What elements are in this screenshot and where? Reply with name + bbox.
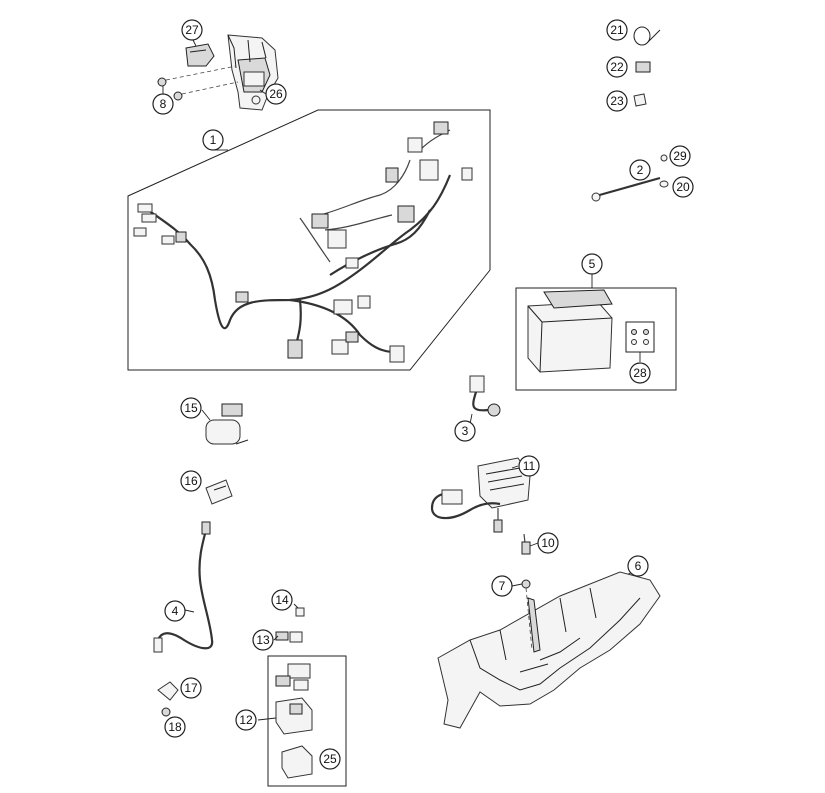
relay-15	[201, 403, 249, 445]
fuse-13	[275, 631, 303, 643]
cable-tie-21	[633, 26, 661, 46]
callout-label-28: 28	[633, 366, 647, 380]
callout-3: 3	[454, 420, 476, 442]
callout-label-7: 7	[499, 579, 506, 593]
sensor-cable-3	[469, 375, 501, 425]
callout-label-3: 3	[462, 424, 469, 438]
callout-label-2: 2	[637, 163, 644, 177]
callout-21: 21	[606, 19, 628, 41]
callout-25: 25	[319, 748, 341, 770]
callout-18: 18	[164, 716, 186, 738]
callout-1: 1	[202, 129, 224, 151]
callout-16: 16	[180, 470, 202, 492]
callout-label-21: 21	[610, 23, 624, 37]
callout-22: 22	[606, 56, 628, 78]
battery-tray-6	[437, 571, 661, 729]
callout-label-1: 1	[210, 133, 217, 147]
callout-14: 14	[271, 589, 293, 611]
wiring-harness-1	[127, 109, 491, 371]
callout-15: 15	[180, 397, 202, 419]
callout-label-12: 12	[239, 713, 253, 727]
switch-part-27	[185, 43, 215, 67]
callout-label-27: 27	[185, 23, 199, 37]
callout-23: 23	[606, 90, 628, 112]
callout-28: 28	[629, 362, 651, 384]
callout-27: 27	[181, 19, 203, 41]
battery-5	[515, 274, 677, 391]
screw-part-8	[157, 65, 239, 101]
callout-10: 10	[537, 532, 559, 554]
connector-16	[205, 479, 233, 505]
callout-12: 12	[235, 709, 257, 731]
callout-label-13: 13	[256, 633, 270, 647]
callout-label-8: 8	[160, 97, 167, 111]
callout-7: 7	[491, 575, 513, 597]
callout-2: 2	[629, 159, 651, 181]
callout-label-23: 23	[610, 94, 624, 108]
callout-label-17: 17	[184, 681, 198, 695]
callout-label-26: 26	[269, 87, 283, 101]
callout-label-6: 6	[635, 559, 642, 573]
regulator-11	[430, 457, 531, 533]
callout-label-16: 16	[184, 474, 198, 488]
clip-22	[635, 61, 651, 73]
callout-8: 8	[152, 93, 174, 115]
callout-6: 6	[627, 555, 649, 577]
callout-label-14: 14	[275, 593, 289, 607]
nut-18	[161, 707, 171, 717]
fuse-box-12	[257, 655, 347, 787]
sensor-10	[521, 533, 539, 555]
cover-25	[281, 745, 313, 779]
callout-label-18: 18	[168, 720, 182, 734]
cap-17	[157, 681, 179, 701]
callout-label-20: 20	[676, 180, 690, 194]
callout-4: 4	[164, 600, 186, 622]
fuse-14	[295, 607, 305, 617]
callout-label-22: 22	[610, 60, 624, 74]
callout-29: 29	[669, 145, 691, 167]
callout-13: 13	[252, 629, 274, 651]
callout-label-15: 15	[184, 401, 198, 415]
callout-11: 11	[518, 455, 540, 477]
callout-label-29: 29	[673, 149, 687, 163]
callout-label-10: 10	[541, 536, 555, 550]
clip-23	[633, 93, 647, 107]
bracket-assembly-26	[227, 34, 279, 111]
callout-label-25: 25	[323, 752, 337, 766]
callout-label-4: 4	[172, 604, 179, 618]
ground-cable-2	[591, 154, 669, 202]
callout-17: 17	[180, 677, 202, 699]
callout-5: 5	[581, 253, 603, 275]
cable-4	[153, 521, 214, 653]
callout-label-11: 11	[523, 459, 536, 473]
nut-7	[511, 579, 533, 651]
callout-label-5: 5	[589, 257, 596, 271]
callout-20: 20	[672, 176, 694, 198]
callout-26: 26	[265, 83, 287, 105]
